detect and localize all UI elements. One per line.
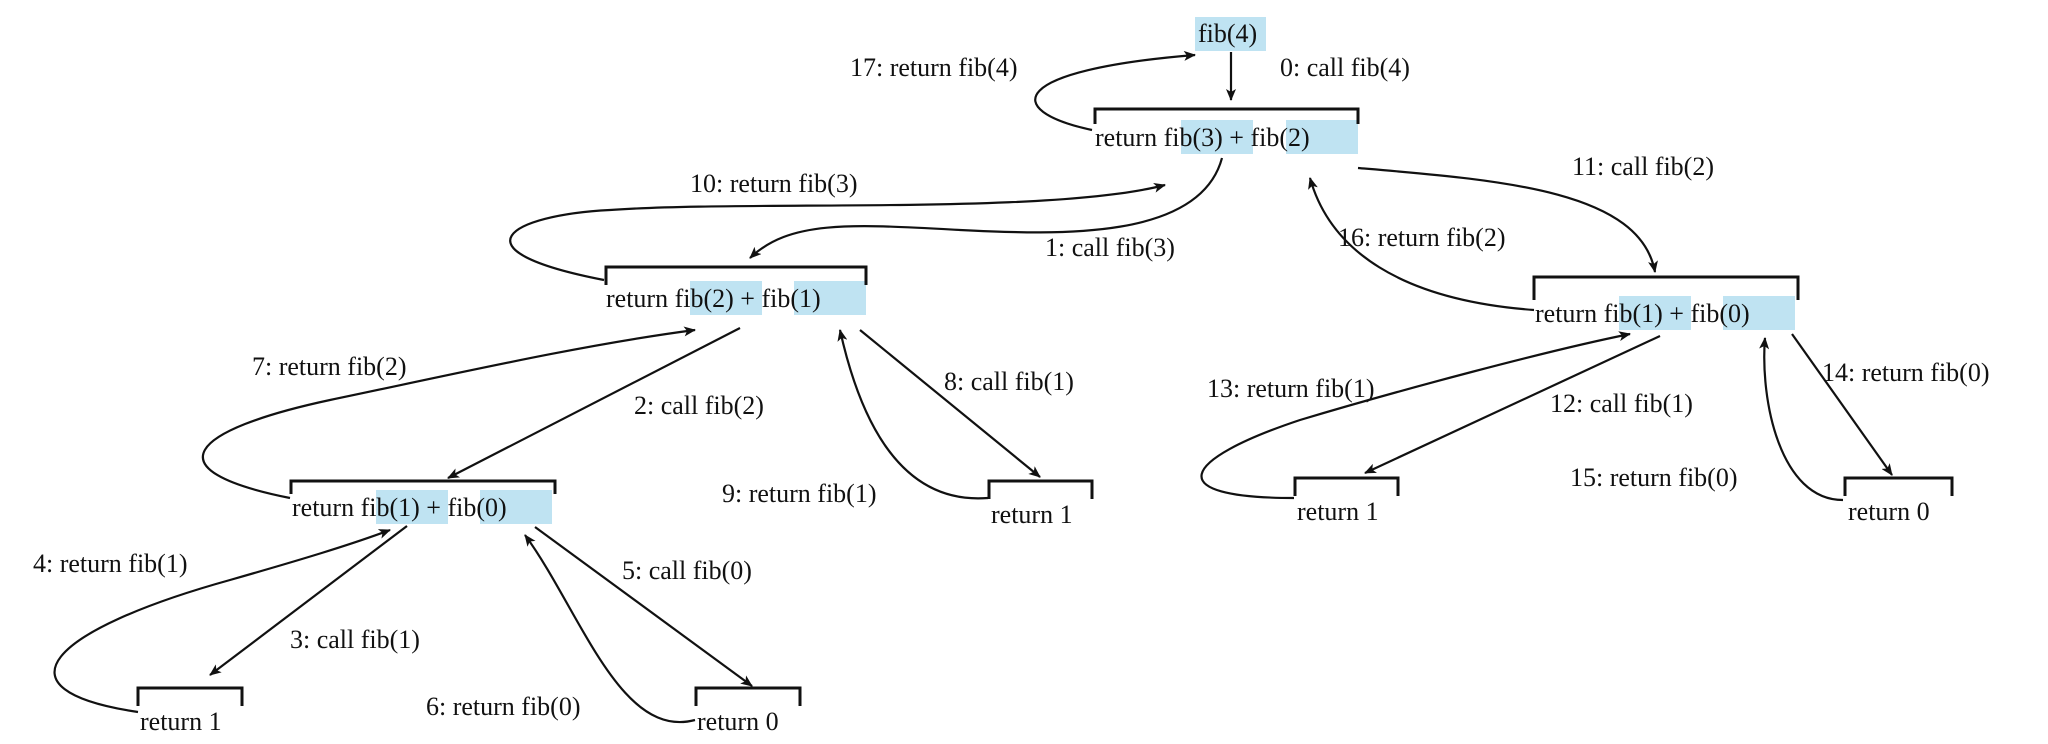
node-fib3-body: return fib(2) + fib(1) (606, 284, 821, 313)
edge-step-3 (209, 525, 408, 676)
leaf-1c: return 1 (1297, 497, 1379, 526)
n-fib3-right-highlight (794, 281, 866, 315)
node-fib4-body: return fib(3) + fib(2) (1095, 123, 1310, 152)
n-fib2b-left-highlight (1619, 296, 1691, 330)
step-label-7: 7: return fib(2) (252, 352, 407, 381)
step-label-15: 15: return fib(0) (1570, 463, 1738, 492)
step-label-14: 14: return fib(0) (1822, 358, 1990, 387)
n-fib2b-right-highlight (1723, 296, 1795, 330)
node-fib2a-body: return fib(1) + fib(0) (292, 493, 507, 522)
step-label-2: 2: call fib(2) (634, 391, 764, 420)
leaf-0a-bracket (694, 686, 802, 706)
root-highlight (1195, 17, 1266, 51)
step-label-12: 12: call fib(1) (1550, 389, 1693, 418)
edge-step-7 (201, 326, 696, 500)
edge-step-2 (447, 327, 741, 479)
edge-step-14 (1791, 333, 1893, 476)
edge-step-12 (1364, 335, 1661, 474)
step-label-16: 16: return fib(2) (1338, 223, 1506, 252)
edge-step-11 (1357, 166, 1658, 273)
leaf-0a: return 0 (697, 707, 779, 736)
leaf-0c: return 0 (1848, 497, 1930, 526)
leaf-1c-bracket (1293, 476, 1400, 496)
step-label-13: 13: return fib(1) (1207, 374, 1375, 403)
edge-step-1 (749, 157, 1224, 259)
edge-step-8 (859, 329, 1041, 478)
edge-step-15 (1759, 337, 1844, 502)
n-fib2b-bracket (1532, 275, 1800, 300)
edge-step-6 (524, 534, 696, 724)
node-fib2b-body: return fib(1) + fib(0) (1535, 299, 1750, 328)
root-node: fib(4) (1198, 19, 1257, 48)
step-label-10: 10: return fib(3) (690, 169, 858, 198)
n-fib4-right-highlight (1286, 120, 1358, 154)
step-label-3: 3: call fib(1) (290, 625, 420, 654)
leaf-1b-bracket (987, 479, 1094, 499)
step-label-1: 1: call fib(3) (1045, 233, 1175, 262)
step-label-9: 9: return fib(1) (722, 479, 877, 508)
edge-step-9 (837, 329, 989, 500)
step-label-5: 5: call fib(0) (622, 556, 752, 585)
n-fib2a-bracket (289, 479, 557, 494)
n-fib2a-right-highlight (480, 490, 552, 524)
edge-step-10 (509, 182, 1166, 282)
edge-step-4 (53, 528, 391, 714)
leaf-0c-bracket (1843, 476, 1954, 496)
leaf-1a-bracket (136, 686, 244, 706)
n-fib4-left-highlight (1181, 120, 1253, 154)
n-fib2a-left-highlight (376, 490, 448, 524)
fib2-call-ref: fib(2) (1250, 123, 1309, 152)
edge-step-13 (1200, 331, 1631, 500)
leaf-1b: return 1 (991, 500, 1073, 529)
n-fib4-bracket (1093, 107, 1360, 124)
step-label-4: 4: return fib(1) (33, 549, 188, 578)
n-fib3-bracket (604, 265, 868, 285)
fib3-call-ref: fib(3) (1164, 123, 1223, 152)
leaf-1a: return 1 (140, 707, 222, 736)
edge-step-16 (1308, 177, 1535, 312)
edge-step-17 (1034, 50, 1196, 132)
step-label-8: 8: call fib(1) (944, 367, 1074, 396)
edge-step-5 (534, 526, 753, 687)
step-label-17: 17: return fib(4) (850, 53, 1018, 82)
step-label-6: 6: return fib(0) (426, 692, 581, 721)
n-fib3-left-highlight (690, 281, 762, 315)
step-label-11: 11: call fib(2) (1572, 152, 1714, 181)
step-label-0: 0: call fib(4) (1280, 53, 1410, 82)
